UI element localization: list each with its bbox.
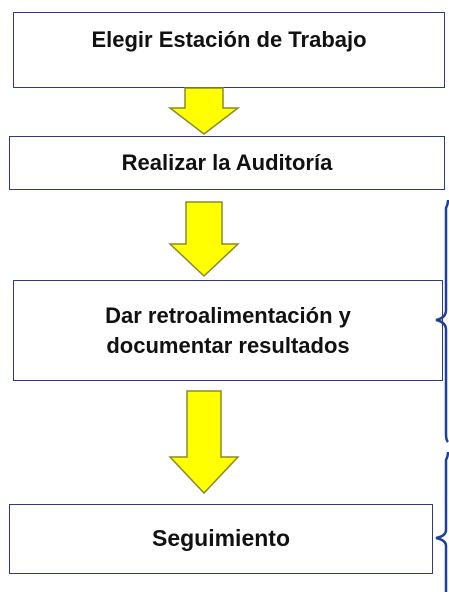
- down-arrow-icon: [168, 201, 240, 278]
- step-box-realizar-auditoria: Realizar la Auditoría: [9, 136, 445, 190]
- step-box-elegir-estacion: Elegir Estación de Trabajo: [13, 12, 445, 88]
- step-box-retroalimentacion: Dar retroalimentación y documentar resul…: [13, 280, 443, 381]
- step-label: Dar retroalimentación y documentar resul…: [105, 302, 351, 358]
- right-brace-icon: [435, 451, 449, 592]
- step-box-seguimiento: Seguimiento: [9, 504, 433, 574]
- down-arrow-icon: [168, 390, 240, 495]
- step-label: Seguimiento: [151, 525, 290, 552]
- down-arrow-icon: [167, 87, 241, 135]
- step-label: Realizar la Auditoría: [121, 150, 333, 176]
- right-brace-icon: [435, 199, 449, 443]
- step-label: Elegir Estación de Trabajo: [91, 27, 367, 52]
